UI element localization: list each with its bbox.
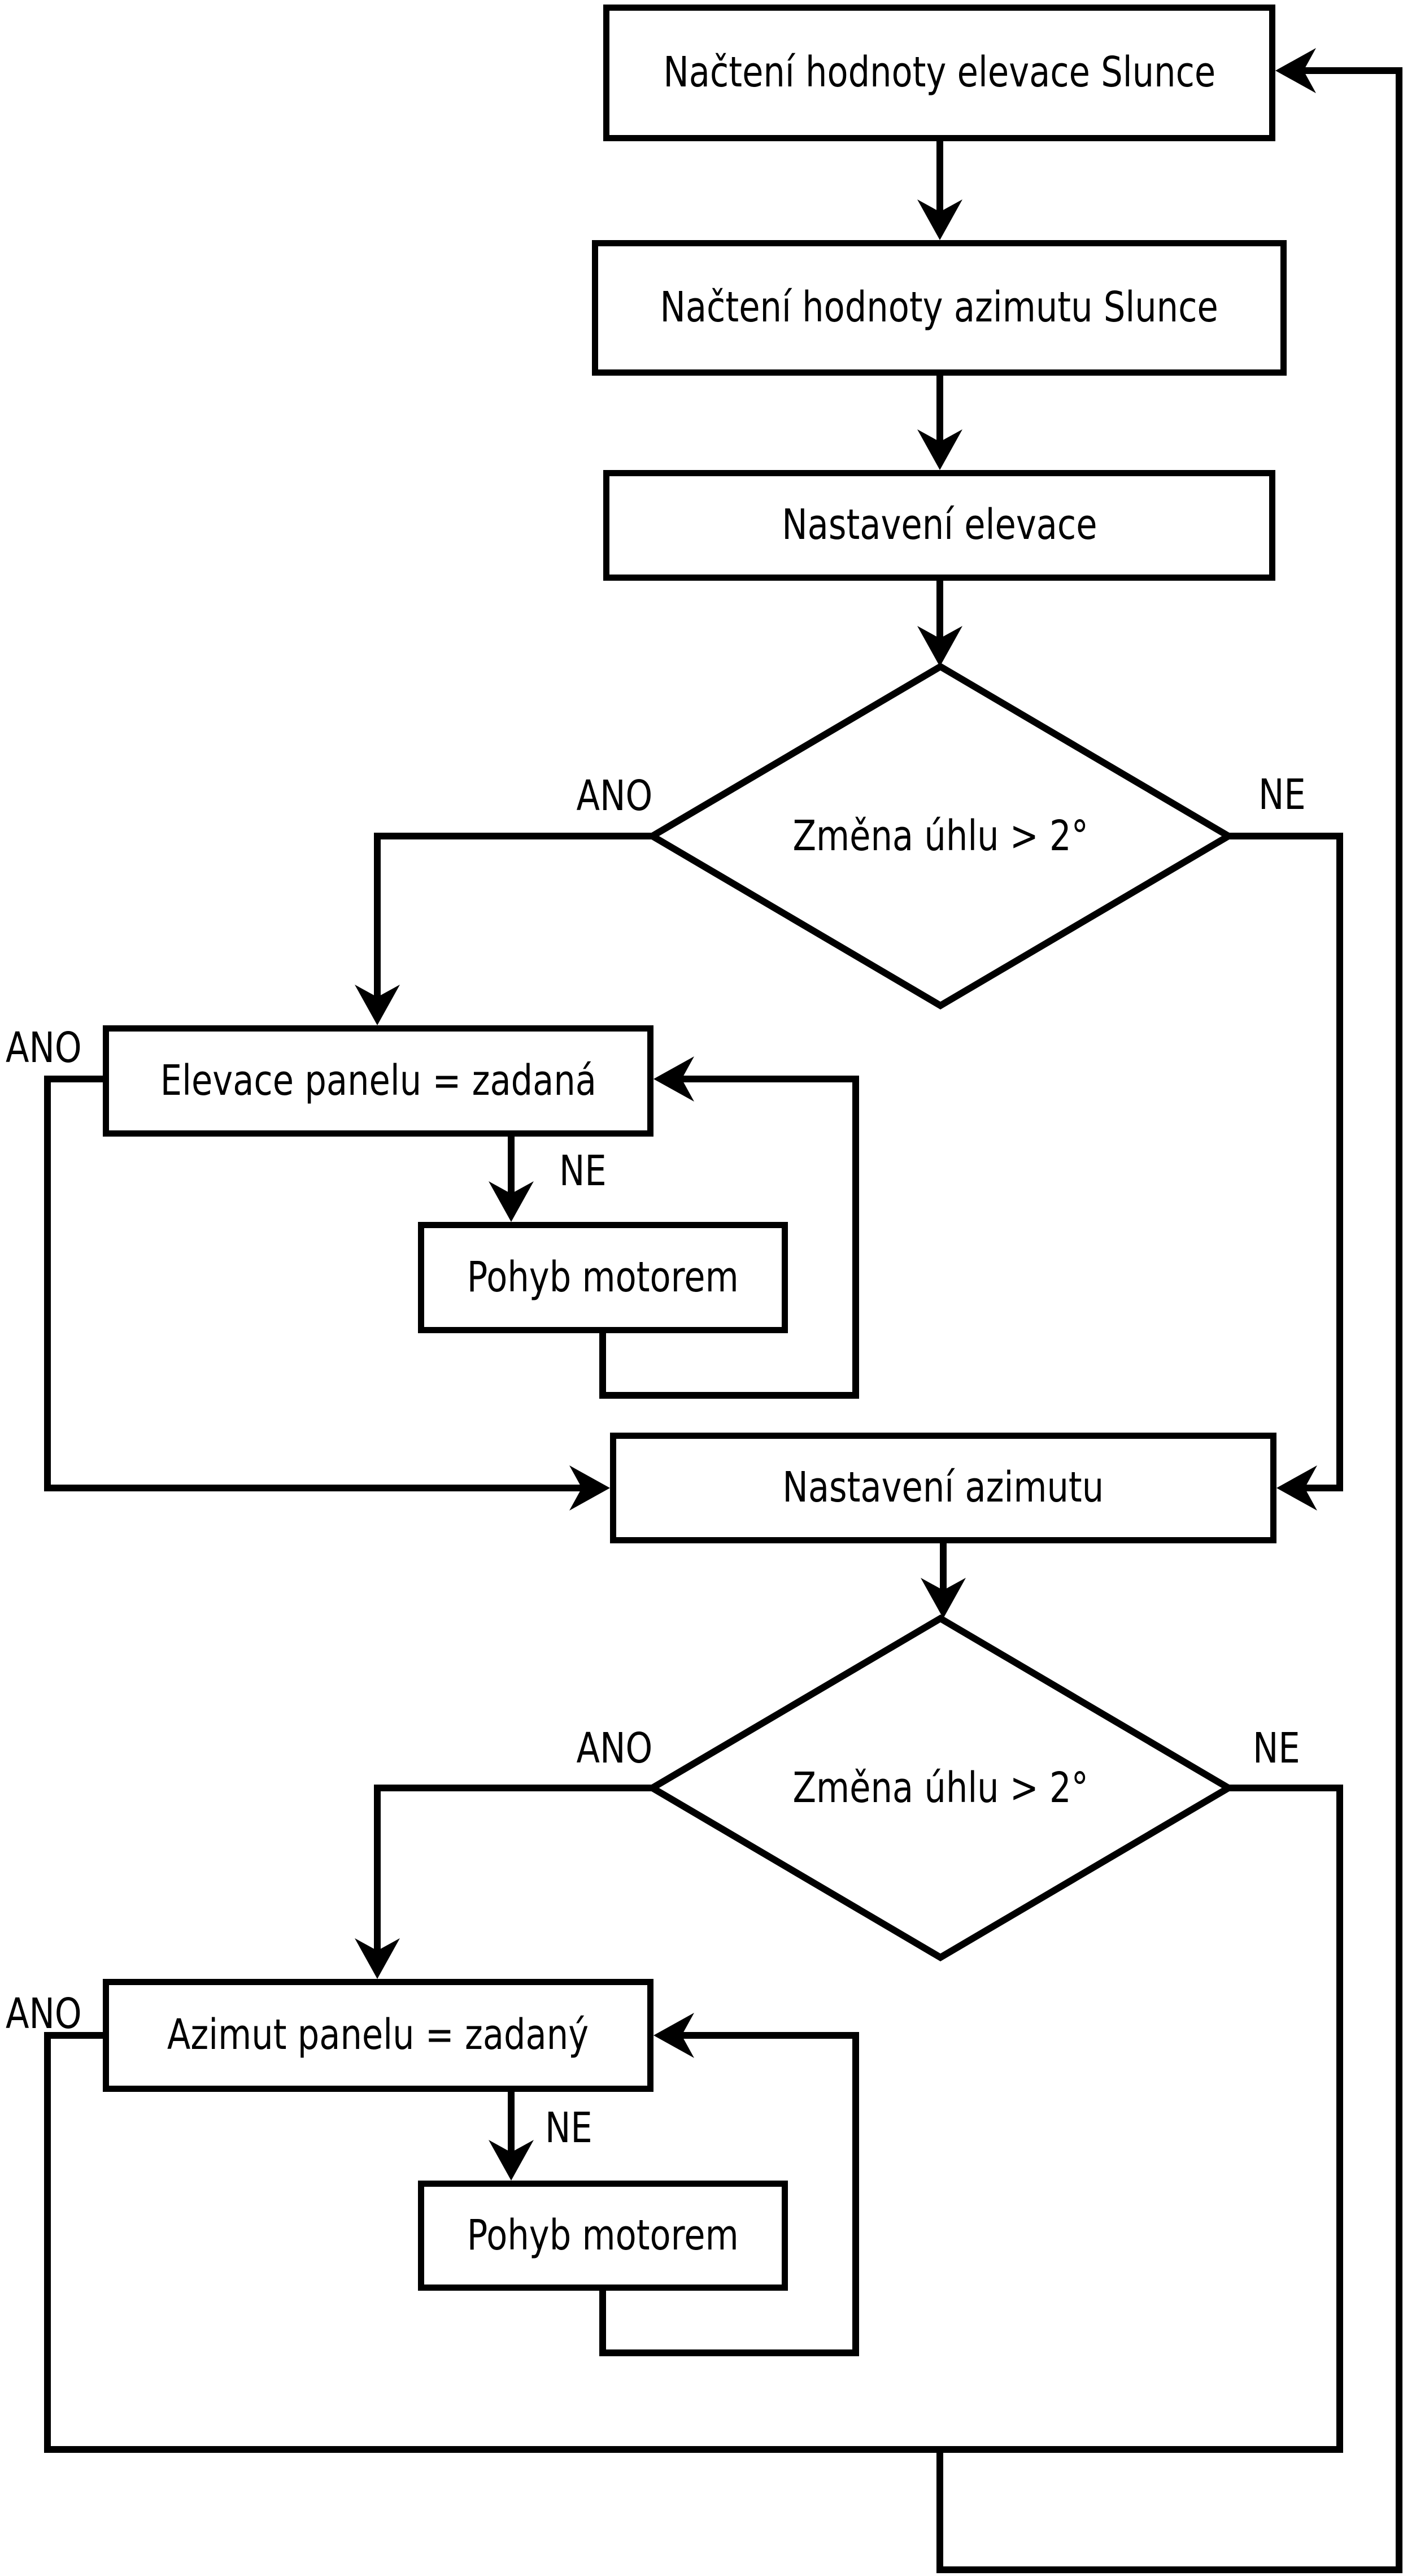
node-read-azimuth: Načtení hodnoty azimutu Slunce: [592, 240, 1287, 376]
label-azimuth-loop-ano: ANO: [6, 1990, 82, 2038]
edge-motor1-loop-back: [599, 1076, 859, 1399]
edge-motor2-loop-back: [599, 2032, 859, 2356]
arrowhead-into-set-azimuth-right: [1276, 1465, 1317, 1511]
node-azimuth-panel-equal-label: Azimut panelu = zadaný: [167, 2011, 589, 2060]
node-set-elevation-label: Nastavení elevace: [781, 501, 1097, 550]
label-azimuth-loop-ne: NE: [545, 2104, 592, 2152]
decision-azimuth-label: Změna úhlu > 2°: [792, 1764, 1088, 1812]
edge-decision2-ano: [374, 1785, 652, 1951]
label-elevation-decision-ne: NE: [1258, 771, 1306, 819]
node-motor-move-2-label: Pohyb motorem: [467, 2211, 739, 2260]
node-set-elevation: Nastavení elevace: [603, 470, 1275, 581]
edge-azimuth-equal-ano: [44, 2032, 1343, 2453]
label-elevation-loop-ne: NE: [559, 1147, 607, 1195]
decision-elevation-shape: [646, 663, 1235, 1009]
decision-azimuth-shape: [646, 1615, 1235, 1961]
arrowhead-into-azimuth-equal-top: [355, 1938, 400, 1979]
arrowhead-into-set-elevation: [917, 429, 962, 470]
arrowhead-into-decision1: [917, 626, 962, 667]
node-read-elevation-label: Načtení hodnoty elevace Slunce: [663, 48, 1215, 97]
node-elevation-panel-equal-label: Elevace panelu = zadaná: [160, 1056, 596, 1105]
label-elevation-loop-ano: ANO: [6, 1024, 82, 1072]
node-motor-move-1-label: Pohyb motorem: [467, 1252, 739, 1302]
arrowhead-into-elevation-equal-top: [355, 985, 400, 1025]
node-set-azimuth-label: Nastavení azimutu: [782, 1463, 1104, 1512]
node-motor-move-1: Pohyb motorem: [418, 1222, 788, 1333]
arrowhead-into-azimuth-equal-right: [653, 2013, 694, 2058]
edge-decision1-ano: [374, 833, 652, 997]
edge-decision2-ne: [1228, 1785, 1343, 2452]
node-set-azimuth: Nastavení azimutu: [610, 1433, 1276, 1543]
label-azimuth-decision-ne: NE: [1253, 1724, 1300, 1773]
arrowhead-into-motor2: [489, 2140, 534, 2181]
label-azimuth-decision-ano: ANO: [576, 1724, 652, 1773]
arrowhead-into-motor1: [489, 1181, 534, 1222]
node-elevation-panel-equal: Elevace panelu = zadaná: [103, 1025, 653, 1137]
arrowhead-into-read-azimuth: [917, 199, 962, 240]
node-read-elevation: Načtení hodnoty elevace Slunce: [603, 5, 1275, 141]
edge-elevation-equal-ano: [44, 1076, 582, 1491]
node-read-azimuth-label: Načtení hodnoty azimutu Slunce: [660, 283, 1219, 332]
edge-decision1-ne: [1228, 833, 1343, 1491]
arrowhead-into-decision2: [921, 1578, 966, 1618]
edge-return-to-start: [936, 67, 1402, 2573]
arrowhead-into-elevation-equal-right: [653, 1056, 694, 1102]
node-motor-move-2: Pohyb motorem: [418, 2181, 788, 2291]
arrowhead-into-set-azimuth-left: [569, 1465, 610, 1511]
node-azimuth-panel-equal: Azimut panelu = zadaný: [103, 1979, 653, 2092]
decision-elevation-label: Změna úhlu > 2°: [792, 812, 1088, 860]
label-elevation-decision-ano: ANO: [576, 772, 652, 820]
arrowhead-into-read-elevation: [1275, 48, 1316, 93]
